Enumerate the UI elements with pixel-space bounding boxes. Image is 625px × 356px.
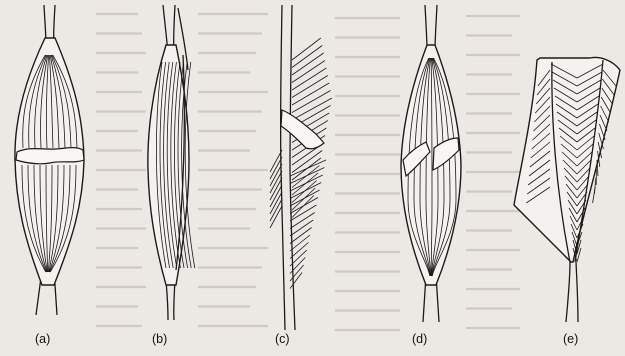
muscle-fiber [577, 248, 581, 262]
muscle-panel-a [15, 5, 84, 315]
tendon-bottom-e [566, 262, 578, 322]
muscle-fiber [290, 220, 313, 236]
panel-label-a: (a) [35, 332, 50, 346]
muscle-fiber [290, 228, 312, 244]
tendon-main-c [281, 5, 295, 330]
muscle-fiber [290, 235, 310, 251]
muscle-panel-b [148, 5, 195, 320]
muscle-panel-e [514, 58, 620, 323]
panel-label-e: (e) [563, 332, 578, 346]
muscle-fibers-c [270, 38, 332, 289]
muscle-belly-b [148, 45, 189, 285]
panel-label-c: (c) [275, 332, 290, 346]
muscle-fiber [290, 198, 318, 214]
muscle-fiber [290, 273, 302, 289]
muscle-panel-d [401, 5, 461, 322]
muscle-fiber [290, 243, 308, 259]
muscle-panel-c [270, 5, 332, 330]
panel-label-d: (d) [412, 332, 427, 346]
tendinous-band-c [281, 110, 324, 149]
muscle-fiber [290, 213, 315, 229]
muscle-fiber [290, 190, 320, 206]
panel-label-b: (b) [152, 332, 167, 346]
muscle-fiber [593, 187, 596, 203]
muscle-fiber [290, 205, 316, 221]
tendon-top-d [425, 5, 437, 50]
tendinous-band-a [16, 148, 84, 164]
